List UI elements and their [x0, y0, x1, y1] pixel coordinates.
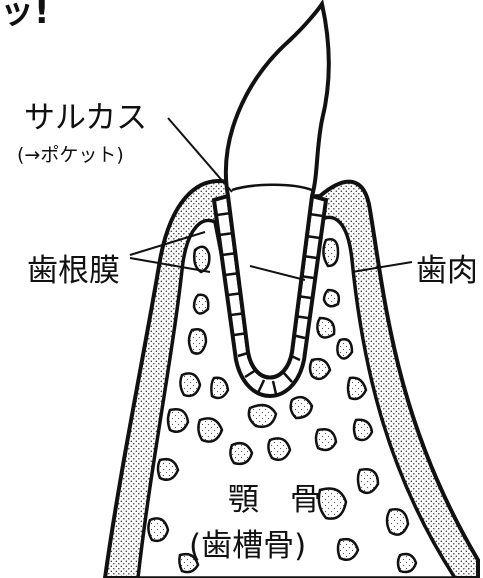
label-jaw-bone: 顎 骨 [228, 474, 321, 519]
label-pocket-note: (→ポケット) [17, 140, 124, 167]
label-alveolar-bone: (歯槽骨) [189, 520, 306, 565]
top-fragment: ッ! [0, 0, 50, 33]
label-periodontal-ligament: 歯根膜 [27, 245, 120, 290]
label-sulcus: サルカス [24, 92, 147, 137]
label-gingiva: 歯肉 [416, 245, 478, 290]
